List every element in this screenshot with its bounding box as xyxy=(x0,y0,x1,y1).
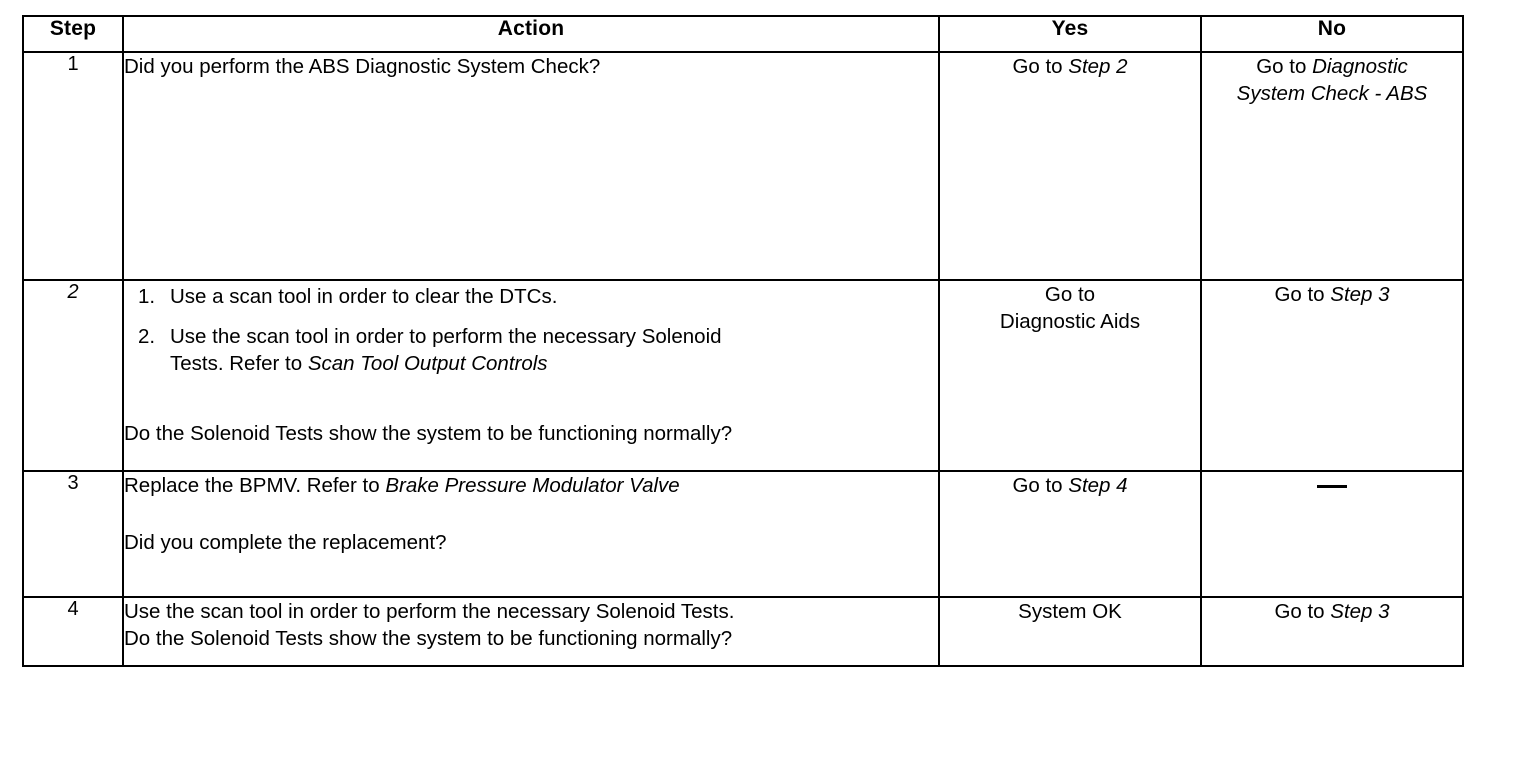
yes-answer-cell: Go to Diagnostic Aids xyxy=(938,279,1202,472)
no-goto-reference-line1: Diagnostic xyxy=(1312,55,1408,78)
yes-answer-cell: Go to Step 4 xyxy=(938,470,1202,598)
spacer xyxy=(124,390,938,420)
column-header-no: No xyxy=(1200,15,1464,53)
no-goto-prefix: Go to xyxy=(1274,283,1331,306)
action-step-list: 1. Use a scan tool in order to clear the… xyxy=(124,283,938,377)
yes-goto-prefix: Go to xyxy=(1012,55,1069,78)
column-header-step: Step xyxy=(22,15,124,53)
action-statement-prefix: Replace the BPMV. Refer to xyxy=(124,474,386,497)
no-goto-reference: Step 3 xyxy=(1330,600,1390,623)
action-cell: 1. Use a scan tool in order to clear the… xyxy=(122,279,940,472)
yes-goto-prefix: Go to xyxy=(1012,474,1069,497)
yes-goto-reference: Step 4 xyxy=(1068,474,1128,497)
action-question: Do the Solenoid Tests show the system to… xyxy=(124,422,733,446)
list-item-refer-prefix: Tests. Refer to xyxy=(170,352,308,376)
action-cell: Use the scan tool in order to perform th… xyxy=(122,596,940,667)
list-item: 2. Use the scan tool in order to perform… xyxy=(124,323,938,377)
column-header-action: Action xyxy=(122,15,940,53)
list-item: 1. Use a scan tool in order to clear the… xyxy=(124,283,938,310)
no-answer-cell: Go to Diagnostic System Check - ABS xyxy=(1200,51,1464,281)
action-question: Did you complete the replacement? xyxy=(124,531,447,555)
yes-goto-line1: Go to xyxy=(1044,283,1096,306)
no-goto-reference-line2: System Check - ABS xyxy=(1236,82,1428,106)
spacer xyxy=(124,499,938,529)
diagnostic-procedure-table: Step Action Yes No 1 Did you perform the… xyxy=(22,15,1464,667)
action-cell: Did you perform the ABS Diagnostic Syste… xyxy=(122,51,940,281)
list-item-text-line2: Tests. Refer to Scan Tool Output Control… xyxy=(170,350,938,377)
no-answer-cell: Go to Step 3 xyxy=(1200,596,1464,667)
yes-goto-line2: Diagnostic Aids xyxy=(999,310,1141,334)
list-item-text-line1: Use the scan tool in order to perform th… xyxy=(170,325,722,349)
step-number-cell: 4 xyxy=(22,596,124,667)
action-question: Do the Solenoid Tests show the system to… xyxy=(124,627,733,651)
no-goto-prefix: Go to xyxy=(1274,600,1331,623)
list-item-marker: 2. xyxy=(138,325,156,349)
action-statement-reference: Brake Pressure Modulator Valve xyxy=(385,474,680,497)
em-dash-icon xyxy=(1317,485,1347,489)
step-number-cell: 3 xyxy=(22,470,124,598)
no-goto-reference: Step 3 xyxy=(1330,283,1390,306)
list-item-reference: Scan Tool Output Controls xyxy=(307,352,548,376)
no-goto-prefix: Go to xyxy=(1256,55,1313,78)
table-row: 3 Replace the BPMV. Refer to Brake Press… xyxy=(22,470,1464,598)
action-question: Did you perform the ABS Diagnostic Syste… xyxy=(124,55,601,78)
step-number-cell: 1 xyxy=(22,51,124,281)
table-row: 2 1. Use a scan tool in order to clear t… xyxy=(22,279,1464,472)
list-item-marker: 1. xyxy=(138,285,156,308)
action-statement: Use the scan tool in order to perform th… xyxy=(124,600,735,623)
table-row: 1 Did you perform the ABS Diagnostic Sys… xyxy=(22,51,1464,281)
step-number-cell: 2 xyxy=(22,279,124,472)
yes-goto-reference: Step 2 xyxy=(1068,55,1128,78)
table-header-row: Step Action Yes No xyxy=(22,15,1464,53)
yes-answer-cell: System OK xyxy=(938,596,1202,667)
action-statement: Replace the BPMV. Refer to Brake Pressur… xyxy=(124,472,938,499)
yes-answer-cell: Go to Step 2 xyxy=(938,51,1203,281)
action-cell: Replace the BPMV. Refer to Brake Pressur… xyxy=(122,470,940,598)
no-answer-cell: Go to Step 3 xyxy=(1200,279,1464,472)
list-item-text: Use a scan tool in order to clear the DT… xyxy=(170,285,558,308)
column-header-yes: Yes xyxy=(938,15,1202,53)
no-answer-cell xyxy=(1200,470,1464,598)
table-row: 4 Use the scan tool in order to perform … xyxy=(22,596,1464,667)
